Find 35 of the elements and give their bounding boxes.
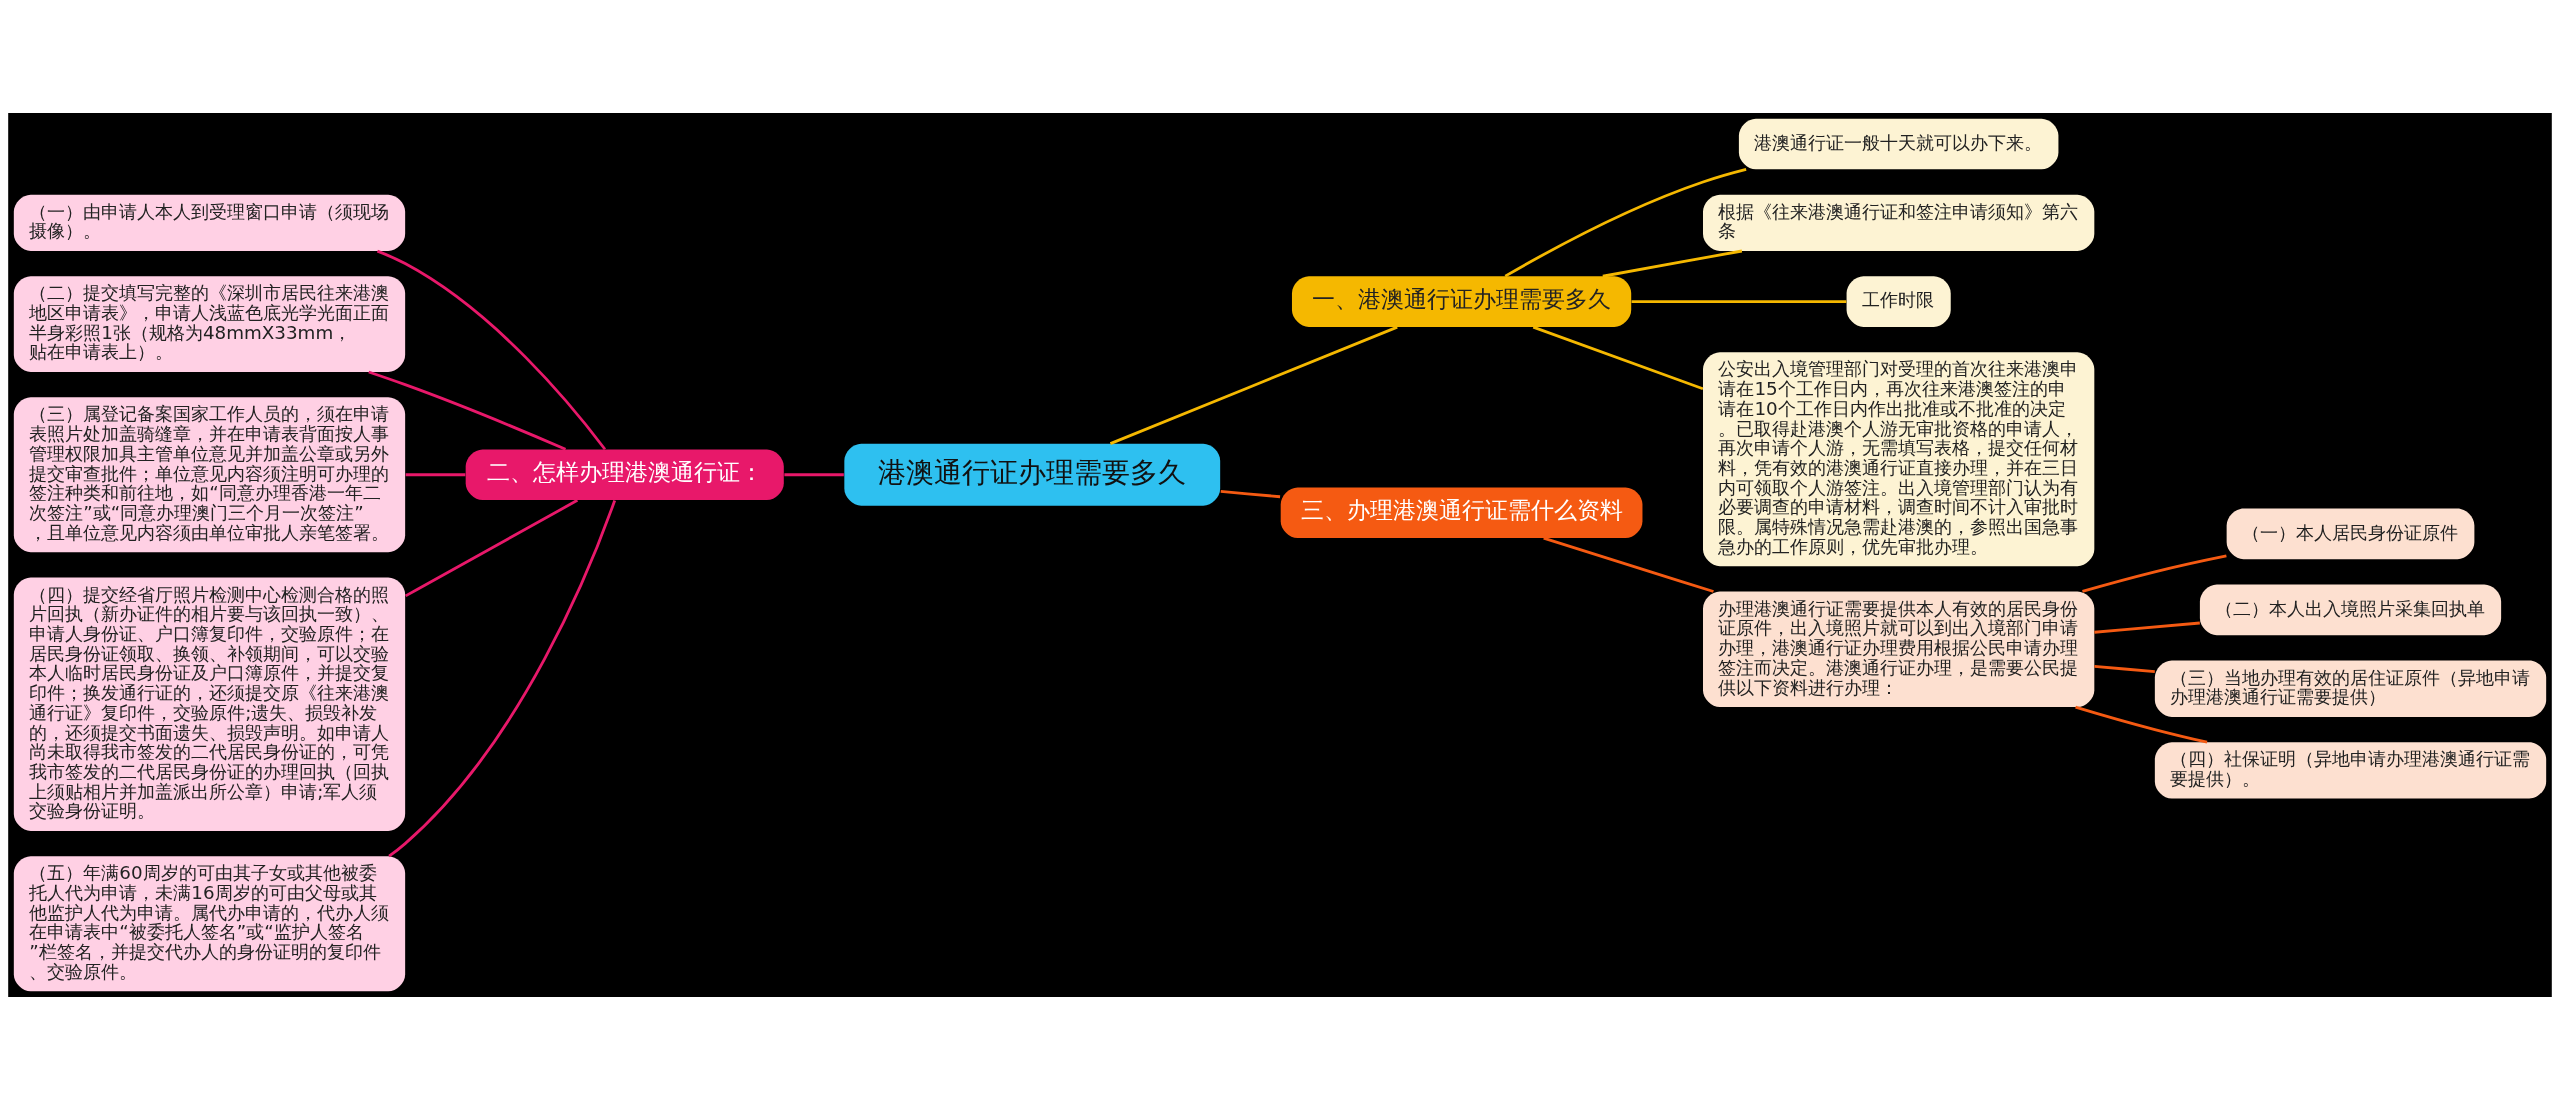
node-box: （四）社保证明（异地申请办理港澳通行证需要提供）。 xyxy=(2154,741,2547,798)
connector xyxy=(1220,489,1281,498)
node-box: （五）年满60周岁的可由其子女或其他被委托人代为申请，未满16周岁的可由父母或其他监护人代为申请。属代办申请的，代办人须在申请表中“被委托人签名”或“监护人签名”栏签名，并提交代办人的身份证明的复印件、交验原件。 xyxy=(13,855,406,991)
connector xyxy=(376,249,607,450)
connector xyxy=(1602,249,1743,278)
node-box: 港澳通行证办理需要多久 xyxy=(844,443,1221,506)
node-box: 根据《往来港澳通行证和签注申请须知》第六条 xyxy=(1703,194,2095,251)
node-box: 办理港澳通行证需要提供本人有效的居民身份证原件，出入境照片就可以到出入境部门申请办理，港澳通行证办理费用根据公民申请办理签注而决定。港澳通行证办理，是需要公民提供以下资料进行办理： xyxy=(1703,591,2095,707)
node-box: 工作时限 xyxy=(1846,275,1951,327)
connector xyxy=(784,472,844,476)
connector xyxy=(2094,621,2200,634)
connector xyxy=(405,472,466,476)
node-box: （三）属登记备案国家工作人员的，须在申请表照片处加盖骑缝章，并在申请表背面按人事管理权限加具主管单位意见并加盖公章或另外提交审查批件；单位意见内容须注明可办理的签注种类和前往地，如“同意办理香港一年二次签注”或“同意办理澳门三个月一次签注”，且单位意见内容须由单位审批人亲笔签署。 xyxy=(13,396,406,552)
connector xyxy=(1543,536,1714,593)
connector xyxy=(2082,554,2227,593)
connector xyxy=(388,499,617,857)
node-box: （二）本人出入境照片采集回执单 xyxy=(2199,584,2502,635)
connector xyxy=(404,498,579,597)
node-box: （一）本人居民身份证原件 xyxy=(2226,508,2475,559)
connector xyxy=(2094,664,2155,673)
node-box: （三）当地办理有效的居住证原件（异地申请办理港澳通行证需要提供） xyxy=(2154,660,2547,717)
connector xyxy=(1532,325,1704,390)
node-box: （一）由申请人本人到受理窗口申请（须现场摄像）。 xyxy=(13,194,406,251)
connector xyxy=(1504,167,1747,277)
node-box: 二、怎样办理港澳通行证： xyxy=(465,448,784,500)
connector xyxy=(1631,299,1847,303)
node-box: 三、办理港澳通行证需什么资料 xyxy=(1280,486,1643,538)
node-box: 公安出入境管理部门对受理的首次往来港澳申请在15个工作日内，再次往来港澳签注的申请在10个工作日内作出批准或不批准的决定。已取得赴港澳个人游无审批资格的申请人，再次申请个人游，无需填写表格，提交任何材料，凭有效的港澳通行证直接办理，并在三日内可领取个人游签注。出入境管理部门认为有必要调查的申请材料，调查时间不计入审批时限。属特殊情况急需赴港澳的，参照出国急事急办的工作原则，优先审批办理。 xyxy=(1703,351,2095,566)
connector xyxy=(1109,325,1398,445)
node-box: （四）提交经省厅照片检测中心检测合格的照片回执（新办证件的相片要与该回执一致）、申请人身份证、户口簿复印件，交验原件；在居民身份证领取、换领、补领期间，可以交验本人临时居民身份证及户口簿原件，并提交复印件；换发通行证的，还须提交原《往来港澳通行证》复印件，交验原件;遗失、损毁补发的，还须提交书面遗失、损毁声明。如申请人尚未取得我市签发的二代居民身份证的，可凭我市签发的二代居民身份证的办理回执（回执上须贴相片并加盖派出所公章）申请;军人须交验身份证明。 xyxy=(13,577,406,831)
node-box: 港澳通行证一般十天就可以办下来。 xyxy=(1738,118,2059,169)
node-box: 一、港澳通行证办理需要多久 xyxy=(1291,275,1632,327)
connector xyxy=(368,370,567,451)
node-box: （二）提交填写完整的《深圳市居民往来港澳地区申请表》，申请人浅蓝色底光学光面正面半身彩照1张（规格为48mmX33mm，贴在申请表上）。 xyxy=(13,275,406,372)
connector xyxy=(2075,705,2208,744)
